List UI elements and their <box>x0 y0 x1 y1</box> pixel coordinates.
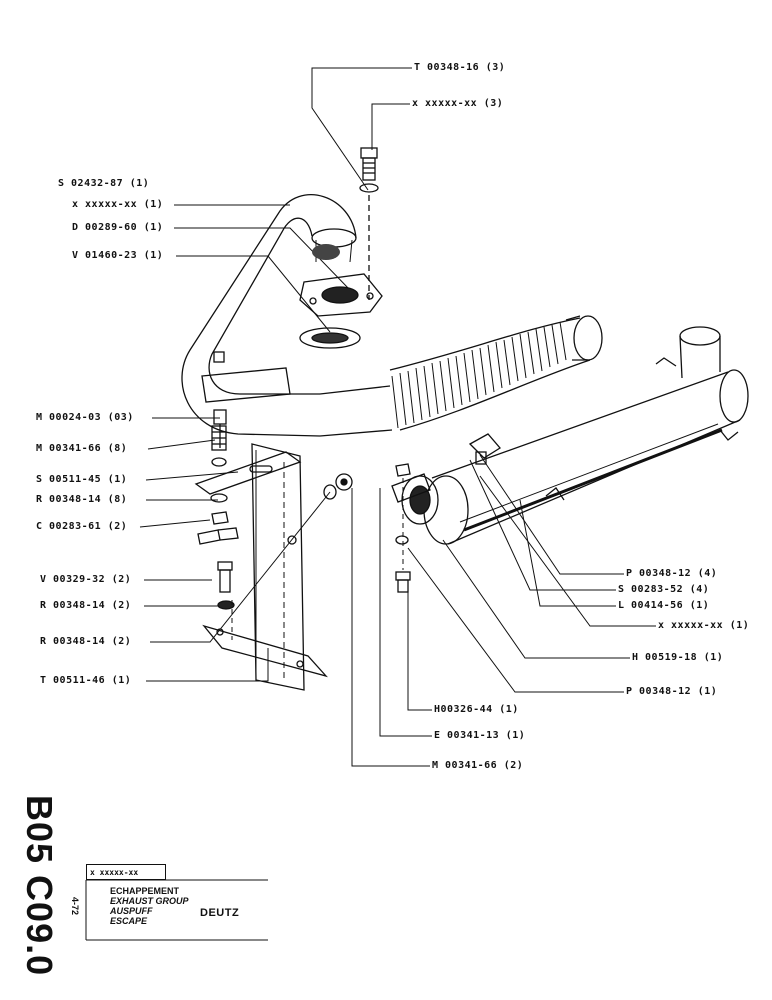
label-v-00329-32: V 00329-32 (2) <box>40 574 132 585</box>
title-block: ECHAPPEMENT EXHAUST GROUP AUSPUFF ESCAPE <box>110 886 189 926</box>
inlet-sleeve <box>391 473 439 525</box>
label-p-00348-12-4: P 00348-12 (4) <box>626 568 718 579</box>
label-x-top: x xxxxx-xx (3) <box>412 98 504 109</box>
label-e-00341-13: E 00341-13 (1) <box>434 730 526 741</box>
brand-name: DEUTZ <box>200 907 240 919</box>
leader-lines <box>139 67 656 767</box>
title-fr: ECHAPPEMENT <box>110 886 180 896</box>
middle-nuts <box>323 473 353 500</box>
label-s-00283-52: S 00283-52 (4) <box>618 584 710 595</box>
title-en: EXHAUST GROUP <box>110 896 189 906</box>
muffler <box>423 326 749 545</box>
label-v-01460-23: V 01460-23 (1) <box>72 250 164 261</box>
support-bracket <box>194 443 328 691</box>
label-m-00024-03: M 00024-03 (03) <box>36 412 134 423</box>
reference-box: x xxxxx-xx <box>86 864 166 880</box>
label-r-00348-14-2b: R 00348-14 (2) <box>40 636 132 647</box>
label-x-right: x xxxxx-xx (1) <box>658 620 750 631</box>
drawing-date-text: 4-72 <box>70 897 80 916</box>
label-r-00348-14-8: R 00348-14 (8) <box>36 494 128 505</box>
title-es: ESCAPE <box>110 916 148 926</box>
label-s-00511-45: S 00511-45 (1) <box>36 474 128 485</box>
elbow-pipe <box>181 194 357 437</box>
label-h-00519-18: H 00519-18 (1) <box>632 652 724 663</box>
label-x-left: x xxxxx-xx (1) <box>72 199 164 210</box>
label-m-00341-66-8: M 00341-66 (8) <box>36 443 128 454</box>
label-h00326-44: H00326-44 (1) <box>434 704 519 715</box>
right-hardware <box>395 463 411 593</box>
label-l-00414-56: L 00414-56 (1) <box>618 600 710 611</box>
title-block-lines <box>85 879 268 941</box>
label-m-00341-66-2: M 00341-66 (2) <box>432 760 524 771</box>
label-t-00511-46: T 00511-46 (1) <box>40 675 132 686</box>
label-t-00348-16: T 00348-16 (3) <box>414 62 506 73</box>
drawing-code: B05 C09.0 <box>8 795 68 976</box>
drawing-code-text: B05 C09.0 <box>19 795 60 977</box>
flange <box>299 273 383 317</box>
label-r-00348-14-2a: R 00348-14 (2) <box>40 600 132 611</box>
title-de: AUSPUFF <box>110 906 153 916</box>
top-bolt <box>359 147 379 300</box>
label-p-00348-12-1: P 00348-12 (1) <box>626 686 718 697</box>
label-d-00289-60: D 00289-60 (1) <box>72 222 164 233</box>
label-c-00283-61: C 00283-61 (2) <box>36 521 128 532</box>
flex-pipe <box>319 315 603 437</box>
label-s-02432-87: S 02432-87 (1) <box>58 178 150 189</box>
left-hardware <box>197 425 239 610</box>
gasket <box>299 327 361 349</box>
